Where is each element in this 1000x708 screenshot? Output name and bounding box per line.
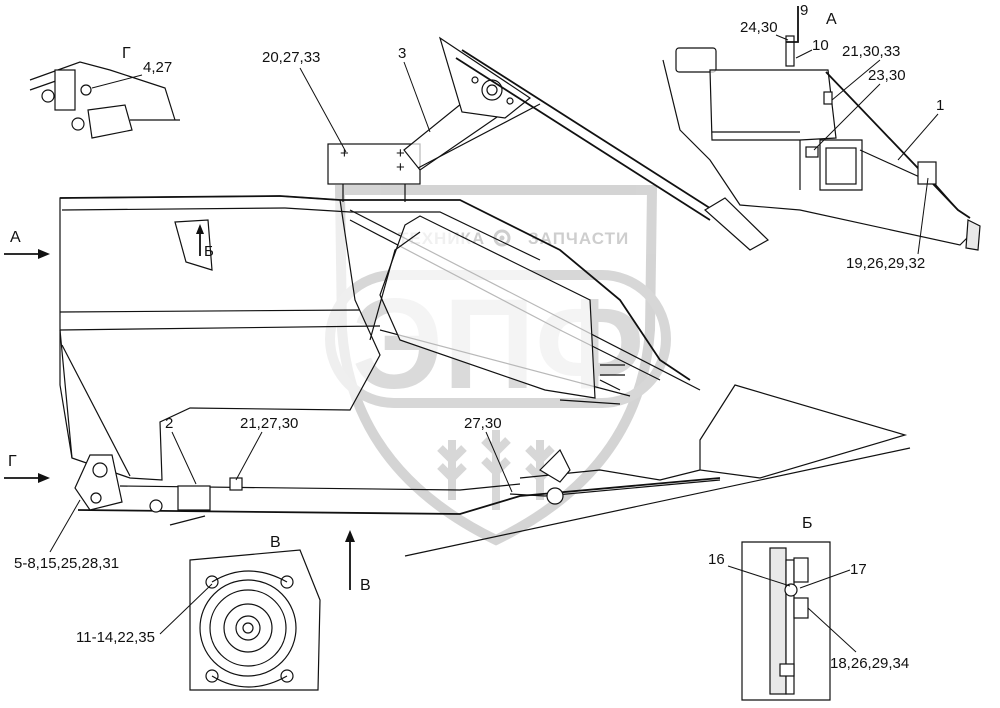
watermark-text-right: ЗАПЧАСТИ (528, 229, 629, 248)
callout-11-14-22-35: 11-14,22,35 (76, 629, 155, 646)
arrow-v-label: В (360, 577, 371, 594)
callout-5-8-15-25-28-31: 5-8,15,25,28,31 (14, 555, 119, 572)
view-a-title: А (826, 11, 837, 28)
callout-20-27-33: 20,27,33 (262, 49, 320, 66)
callout-21-27-30: 21,27,30 (240, 415, 298, 432)
callout-23-30: 23,30 (868, 67, 906, 84)
callout-10: 10 (812, 37, 829, 54)
detail-view-a: А (662, 6, 981, 251)
view-b-title: Б (802, 515, 813, 532)
arrow-b-label-body: Б (204, 243, 214, 260)
callout-21-30-33: 21,30,33 (842, 43, 900, 60)
callout-3: 3 (398, 45, 406, 62)
gear-icon (493, 229, 511, 247)
detail-view-g: Г (29, 45, 180, 139)
arrow-a-label: А (10, 229, 21, 246)
callout-27-30: 27,30 (464, 415, 502, 432)
view-arrows: А Г В (4, 229, 371, 594)
callout-4-27: 4,27 (143, 59, 172, 76)
wheat-ear-icon (437, 430, 555, 510)
svg-text:+: + (396, 159, 405, 176)
header-side-view: Б + + (59, 36, 911, 557)
view-g-title: Г (122, 45, 131, 62)
callout-9: 9 (800, 2, 808, 19)
svg-text:+: + (396, 145, 405, 162)
callout-16: 16 (708, 551, 725, 568)
callout-17: 17 (850, 561, 867, 578)
callout-19-26-29-32: 19,26,29,32 (846, 255, 925, 272)
detail-view-v: В (189, 534, 321, 691)
callout-18-26-29-34: 18,26,29,34 (830, 655, 909, 672)
arrow-g-label: Г (8, 453, 17, 470)
callout-24-30: 24,30 (740, 19, 778, 36)
callout-1: 1 (936, 97, 944, 114)
callout-2: 2 (165, 415, 173, 432)
callouts: 4,27 20,27,33 3 9 24,30 10 21,30,33 23,3… (14, 2, 944, 672)
svg-text:+: + (340, 145, 349, 162)
view-v-title: В (270, 534, 281, 551)
detail-view-b: Б (741, 515, 831, 701)
